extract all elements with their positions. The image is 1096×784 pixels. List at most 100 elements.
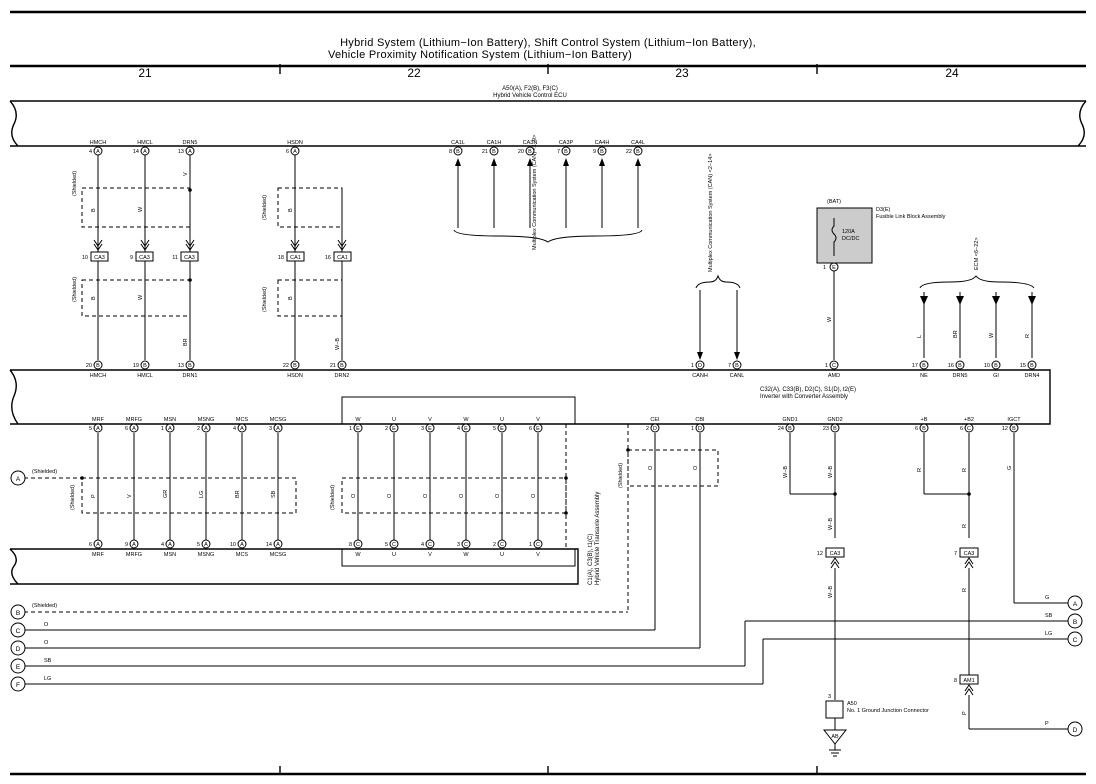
inv_bottom_pins-pin-name: GND2 [827,417,842,423]
inv_bottom_pins-pin-num: 1 [349,426,352,432]
shielded-label: (Shielded) [262,287,268,312]
wire-color-p: P [962,711,968,715]
inv_bottom_pins-pin-circle [237,423,247,433]
transaxle_pins-pin-conn: A [204,542,208,548]
ground-junction [825,700,844,719]
inv_top_pins-pin-name: HMCH [90,373,107,379]
shielded-label: (Shielded) [72,277,78,302]
inv_bottom_pins-pin-conn: E [500,426,504,432]
inv_bottom_pins-pin-num: 2 [385,426,388,432]
offpage-left-d[interactable] [10,640,26,656]
transaxle_pins-pin-name: U [392,552,396,558]
wire-color-o: O [693,465,699,470]
ecu-pins-group: A4HMCHA14HMCLA13DRN5A6HSDNB8CA1LB21CA1HB… [89,140,645,156]
inv_bottom_pins-pin-name: W [355,417,361,423]
wire-color-w: W [989,332,995,338]
offpage-left-c[interactable] [10,622,26,638]
wire-color-b: B [91,208,97,212]
offpage-right-a-label: A [1073,601,1078,608]
offpage-left-e[interactable] [10,658,26,674]
inv_bottom_pins-pin-num: 1 [161,426,164,432]
transaxle_pins-pin-name: MSNG [198,552,215,558]
offpage-left-b[interactable] [10,604,26,620]
ecu_top_pins-pin-circle [525,146,535,156]
inv_top_pins-pin-circle [919,360,929,370]
ecu_top_pins-pin-name: DRN5 [183,140,198,146]
ca1-pin: 16 [325,255,331,261]
offpage-right-d[interactable] [1067,721,1083,737]
inv_top_pins-pin-circle [732,360,742,370]
inv_bottom_pins-pin-name: MRFG [126,417,142,423]
ca3-label: CA3 [964,551,975,557]
transaxle_pins-pin-name: V [536,552,540,558]
inv_bottom_pins-pin-circle [919,423,929,433]
inv_bottom_pins-pin-circle [1009,423,1019,433]
offpage-left-b-label: B [16,610,20,617]
inv_top_pins-pin-name: NE [920,373,928,379]
fuse-label: DC/DC [842,236,859,242]
offpage-right-c-label: C [1073,637,1078,644]
transaxle_pins-pin-name: W [463,552,469,558]
cei-cbi-wires: (Shielded) (Shielded) O O O O [24,424,719,649]
inv_top_pins-pin-num: 16 [948,363,954,369]
inv_top_pins-pin-name: DRN5 [953,373,968,379]
inverter-name: Inverter with Converter Assembly [760,394,848,400]
inv_top_pins-pin-num: 17 [912,363,918,369]
transaxle_pins-pin-conn: C [500,542,504,548]
ecu_top_pins-pin-name: CA3N [523,140,538,146]
inverter-motor-section [341,396,576,425]
inv_bottom_pins-pin-circle [129,423,139,433]
offpage-right-c[interactable] [1067,631,1083,647]
transaxle_pins-pin-name: MRF [92,552,105,558]
wire-color-b: B [288,296,294,300]
ecu_top_pins-pin-num: 14 [133,149,139,155]
inv_top_pins-pin-num: 22 [283,363,289,369]
offpage-right-a[interactable] [1067,595,1083,611]
column-21: 21 [138,66,152,80]
inv_top_pins-pin-conn: B [958,363,962,369]
wire-color-l: L [917,335,923,338]
connector-ca3-9 [135,251,154,262]
transaxle_pins-pin-name: U [500,552,504,558]
offpage-left-f[interactable] [10,676,26,692]
inv_bottom_pins-pin-b2: C6+B2 [960,417,974,433]
inv_bottom_pins-pin-w: E4W [457,417,471,433]
inv_bottom_pins-pin-conn: D [653,426,657,432]
ecu_top_pins-pin-num: 13 [178,149,184,155]
ecu_top_pins-pin-name: CA1L [451,140,465,146]
transaxle_pins-pin-num: 3 [457,542,460,548]
inv_top_pins-pin-circle [955,360,965,370]
ecu_top_pins-pin-conn: A [143,149,147,155]
ecu_top_pins-pin-conn: A [188,149,192,155]
offpage-left-a[interactable] [10,470,26,486]
offpage-right-b[interactable] [1067,613,1083,629]
inv_bottom_pins-pin-num: 3 [421,426,424,432]
inv_top_pins-pin-conn: B [735,363,739,369]
wire-color-w: W [138,294,144,300]
inv_bottom_pins-pin-conn: E [536,426,540,432]
connector-am1-8 [959,674,979,685]
wire-color-o: O [387,493,393,498]
inv_bottom_pins-pin-circle [533,423,543,433]
column-23: 23 [675,66,689,80]
inv_bottom_pins-pin-circle [201,423,211,433]
ca3-pin: 9 [130,255,133,261]
inv_top_pins-pin-circle [185,360,195,370]
wire-color-r: R [962,588,968,592]
ecu-ref: A50(A), F2(B), F3(C) [502,86,558,92]
wire-color-w: W [827,316,833,322]
ecu_top_pins-pin-name: CA4L [631,140,645,146]
shielded-label: (Shielded) [262,195,268,220]
wire-color-sb: SB [44,658,52,664]
ca3-label: CA3 [139,255,150,261]
